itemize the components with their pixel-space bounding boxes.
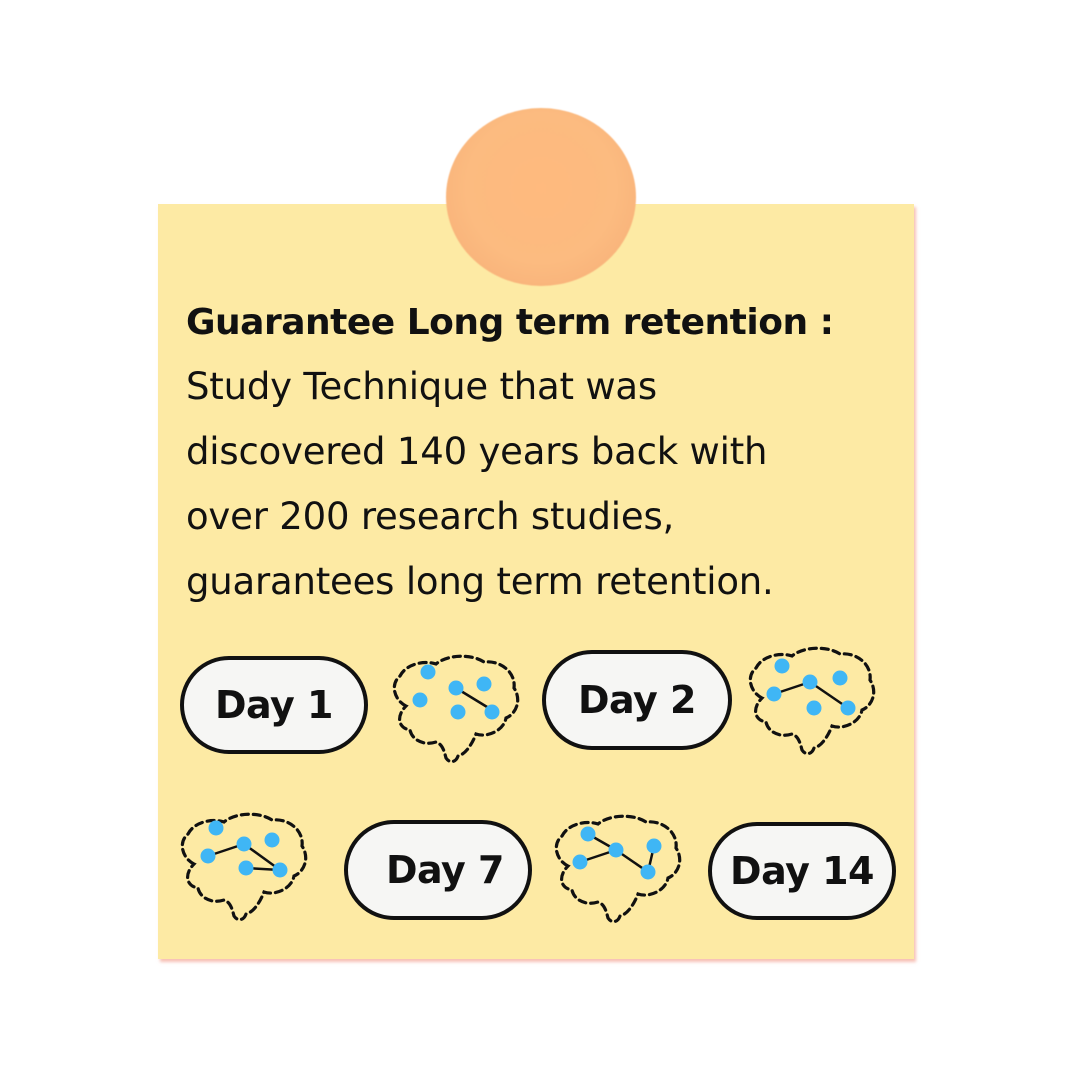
day-2-badge: Day 2	[542, 650, 732, 750]
pin-icon	[446, 108, 636, 286]
note-body: Study Technique that was discovered 140 …	[186, 354, 886, 614]
brain-icon	[172, 806, 312, 926]
note-body-line: guarantees long term retention.	[186, 560, 774, 603]
note-body-line: discovered 140 years back with	[186, 430, 768, 473]
note-text: Guarantee Long term retention : Study Te…	[186, 292, 886, 614]
day-1-badge: Day 1	[180, 656, 368, 754]
day-7-badge: Day 7	[344, 820, 532, 920]
brain-icon	[546, 808, 686, 928]
brain-icon	[384, 648, 524, 768]
brain-icon	[740, 640, 880, 760]
note-body-line: Study Technique that was	[186, 365, 657, 408]
note-heading: Guarantee Long term retention :	[186, 302, 834, 343]
note-body-line: over 200 research studies,	[186, 495, 675, 538]
day-14-badge: Day 14	[708, 822, 896, 920]
